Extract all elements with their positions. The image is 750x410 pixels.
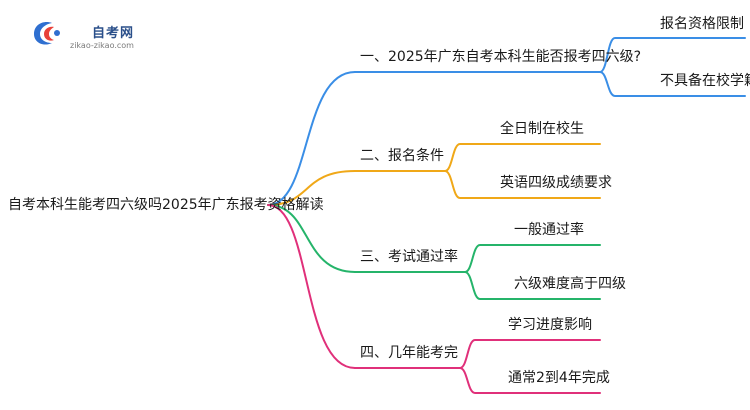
branch-3-leaf-2-connector [464, 271, 601, 300]
branch-4-leaf-1: 学习进度影响 [508, 317, 592, 333]
site-logo[interactable]: 自考网 zikao-zikao.com [30, 14, 140, 54]
branch-2-leaf-2: 英语四级成绩要求 [500, 175, 612, 191]
branch-1-leaf-1-connector [599, 37, 746, 73]
branch-2-node: 二、报名条件 [360, 148, 444, 164]
logo-emblem-icon [34, 22, 60, 45]
branch-2-leaf-2-connector [444, 170, 601, 199]
branch-4-leaf-2-connector [459, 367, 601, 394]
branch-1-leaf-2-connector [599, 71, 746, 97]
branch-4-leaf-2: 通常2到4年完成 [508, 370, 610, 386]
logo-url: zikao-zikao.com [70, 41, 134, 50]
branch-3-connector [267, 204, 356, 273]
branch-4-leaf-1-connector [459, 339, 601, 369]
branch-1-connector [267, 71, 356, 206]
branch-1-node: 一、2025年广东自考本科生能否报考四六级? [360, 49, 642, 65]
root-node: 自考本科生能考四六级吗2025年广东报考资格解读 [8, 197, 324, 213]
branch-2-leaf-1-connector [444, 143, 601, 172]
branch-4-connector [267, 204, 356, 369]
branch-2-connector [267, 170, 356, 206]
branch-3-leaf-1: 一般通过率 [514, 222, 584, 238]
branch-3-node: 三、考试通过率 [360, 249, 458, 265]
branch-1-leaf-1: 报名资格限制 [660, 16, 744, 32]
branch-3-leaf-2: 六级难度高于四级 [514, 276, 626, 292]
branch-3-leaf-1-connector [464, 244, 601, 273]
branch-1-leaf-2: 不具备在校学籍 [660, 73, 750, 89]
logo-title: 自考网 [92, 26, 135, 41]
branch-4-node: 四、几年能考完 [360, 345, 458, 361]
branch-2-leaf-1: 全日制在校生 [500, 121, 584, 137]
